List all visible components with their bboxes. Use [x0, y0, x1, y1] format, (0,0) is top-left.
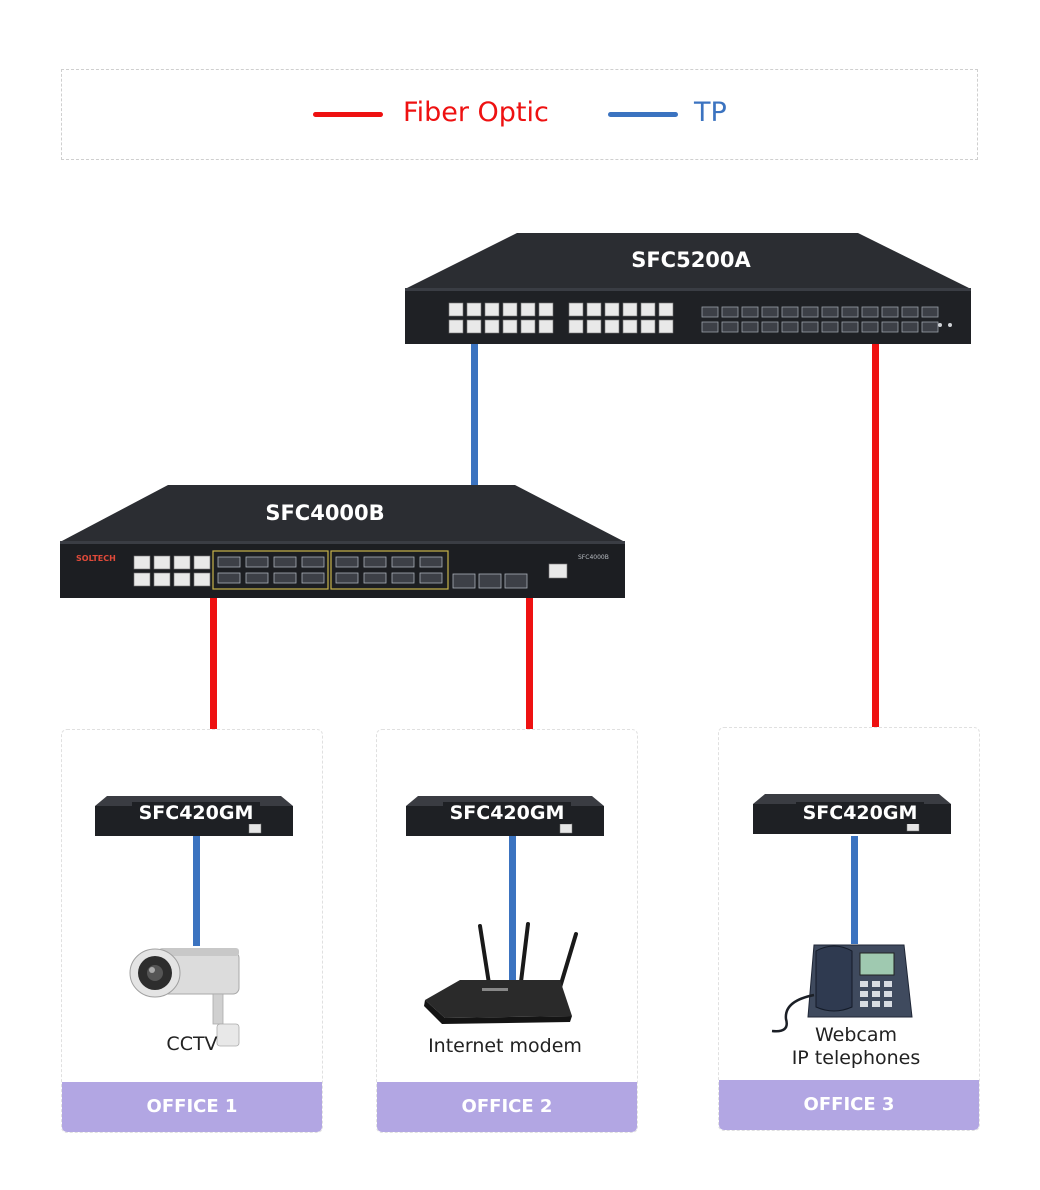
tp-link-core-to-dist	[471, 343, 478, 486]
fiber-link-dist-to-office1	[210, 596, 217, 796]
legend	[61, 69, 978, 160]
office-3-caption-line-2: IP telephones	[791, 1047, 921, 1069]
office-3-title: OFFICE 3	[719, 1080, 979, 1130]
tp-legend-line	[608, 112, 678, 117]
office-3-caption-line-1: Webcam	[814, 1024, 898, 1046]
tp-link-office-1	[193, 836, 200, 946]
distribution-switch-icon	[60, 485, 625, 598]
distribution-switch-brand: SOLTECH	[76, 554, 116, 563]
fiber-legend-label: Fiber Optic	[403, 97, 549, 128]
distribution-switch	[60, 484, 625, 598]
office-2-title: OFFICE 2	[377, 1082, 637, 1132]
fiber-legend-line	[313, 112, 383, 117]
cctv-camera-icon	[129, 948, 240, 1047]
wifi-router	[420, 918, 580, 1028]
edge-switch-label-office-2: SFC420GM	[443, 802, 571, 824]
ip-telephone	[764, 935, 914, 1035]
fiber-link-core-to-office3	[872, 343, 879, 795]
core-switch-icon	[405, 233, 971, 344]
cctv-camera	[125, 940, 245, 1050]
distribution-switch-model-small: SFC4000B	[578, 554, 609, 561]
core-switch	[405, 231, 971, 344]
tp-legend-label: TP	[694, 97, 727, 128]
ip-telephone-icon	[771, 944, 913, 1033]
edge-switch-label-office-3: SFC420GM	[796, 802, 924, 824]
edge-switch-label-office-1: SFC420GM	[132, 802, 260, 824]
office-1-caption: CCTV	[166, 1033, 218, 1055]
distribution-switch-label: SFC4000B	[265, 501, 385, 525]
tp-link-office-3	[851, 836, 858, 944]
tp-link-office-2	[509, 836, 516, 984]
office-2-caption: Internet modem	[428, 1035, 582, 1057]
office-1-title: OFFICE 1	[62, 1082, 322, 1132]
fiber-link-dist-to-office2	[526, 596, 533, 796]
core-switch-label: SFC5200A	[631, 248, 751, 272]
wifi-router-icon	[424, 922, 578, 1024]
office-1-card: OFFICE 1	[61, 729, 323, 1133]
office-3-card: OFFICE 3	[718, 727, 980, 1131]
